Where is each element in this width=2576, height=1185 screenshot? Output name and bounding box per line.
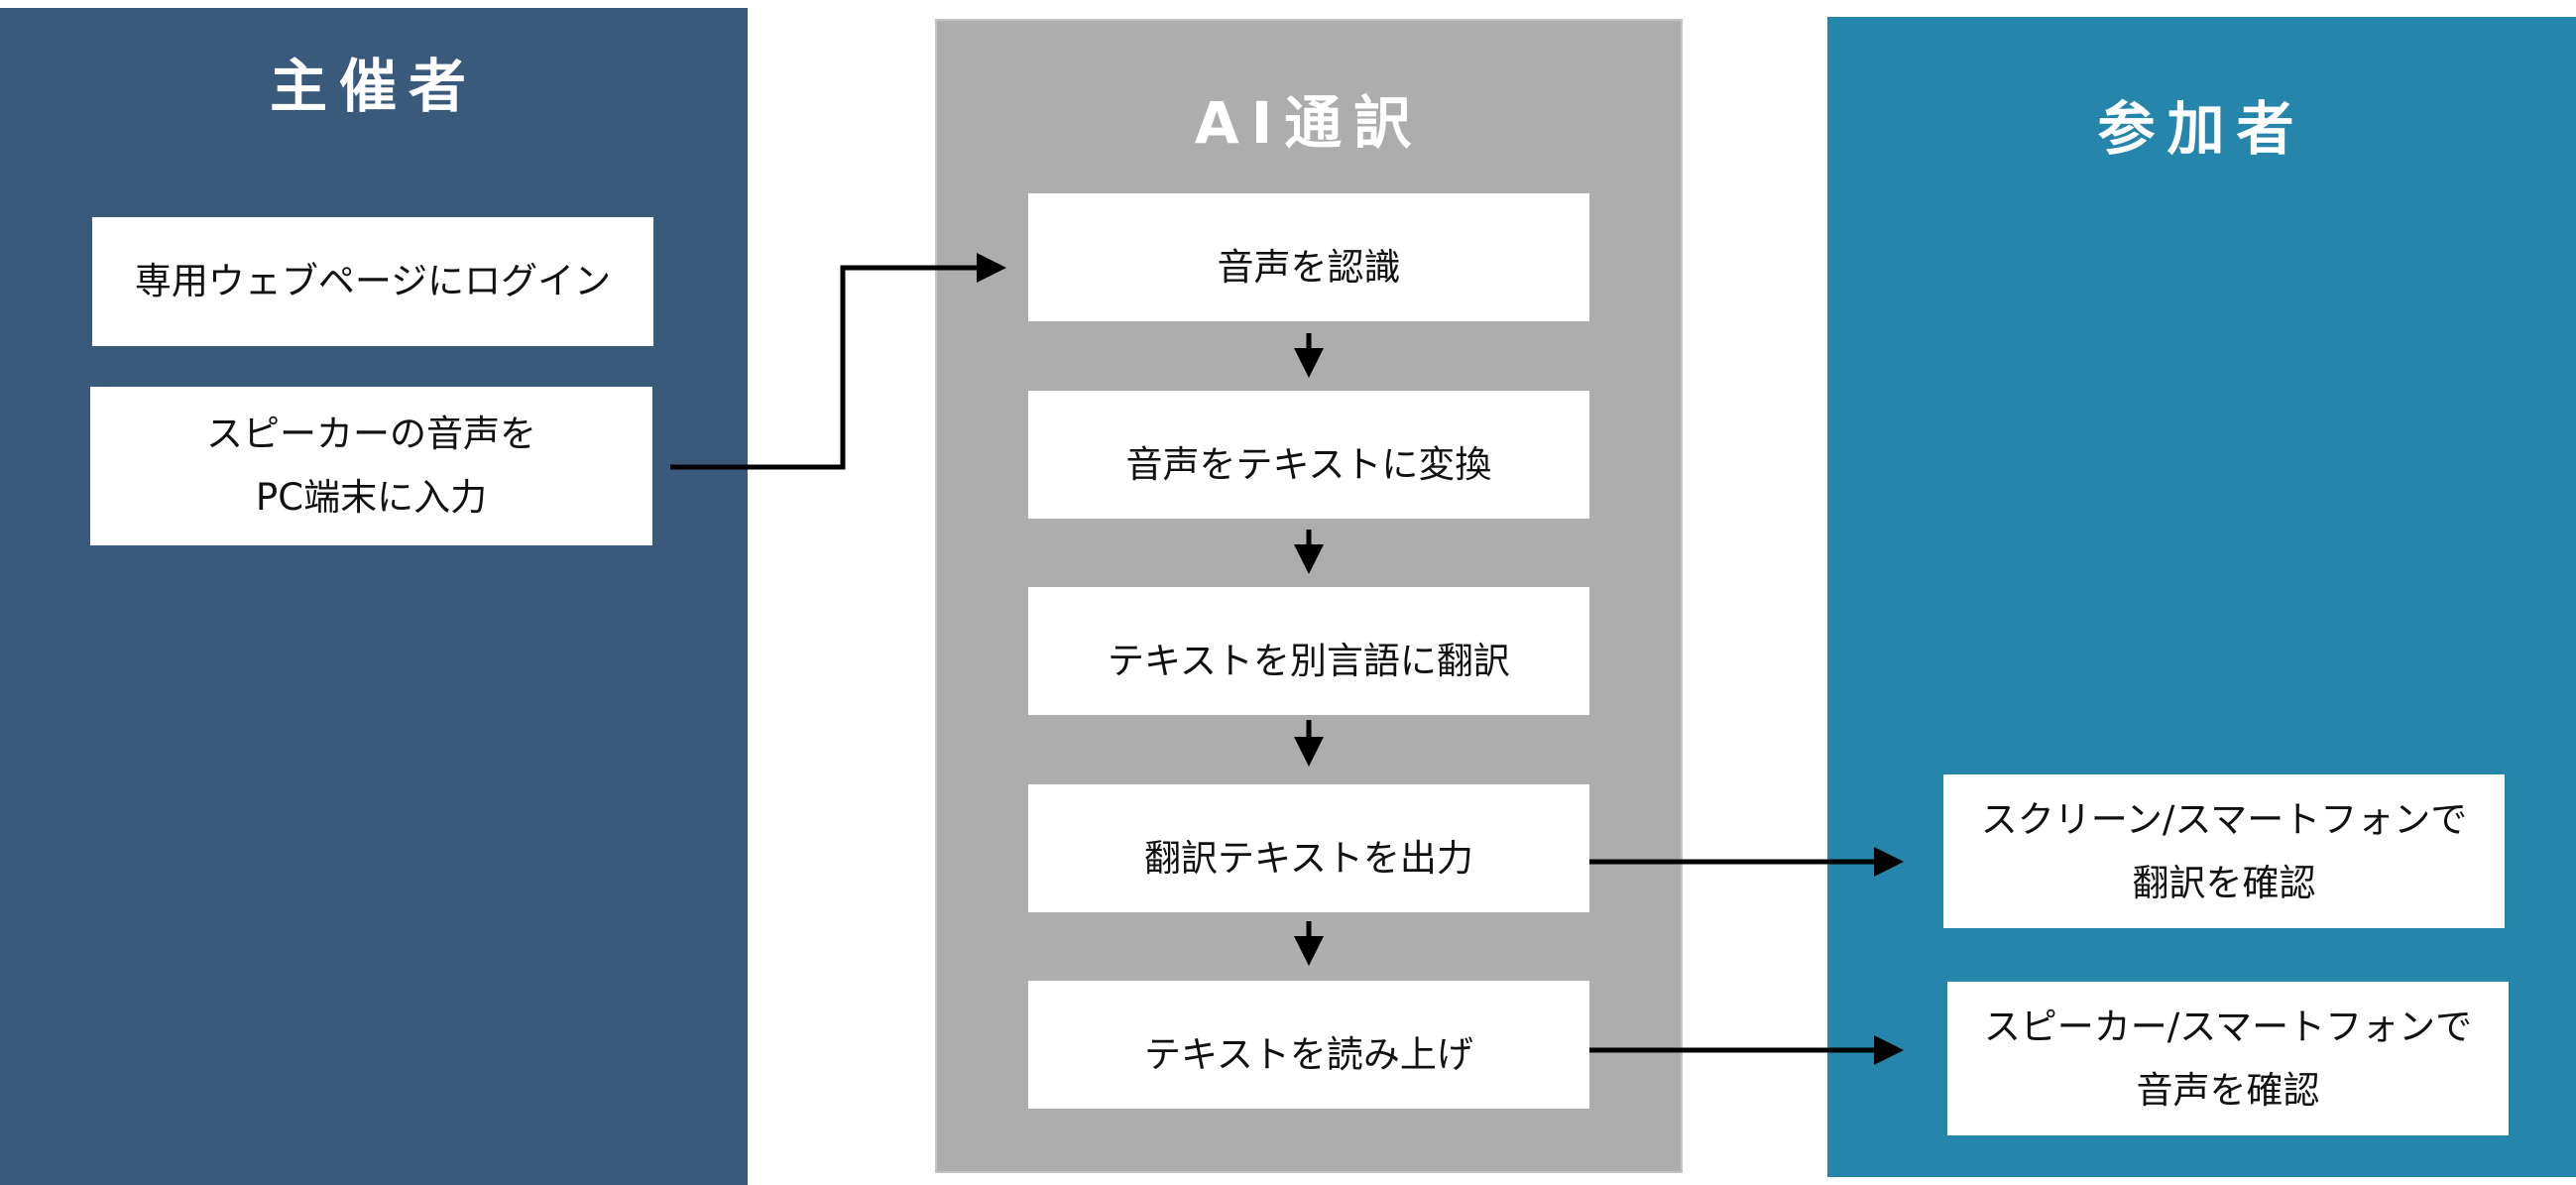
step-recognize-speech: 音声を認識 bbox=[1028, 193, 1589, 321]
step-login: 専用ウェブページにログイン bbox=[92, 217, 653, 346]
step-check-translation: スクリーン/スマートフォンで 翻訳を確認 bbox=[1943, 774, 2505, 928]
step-output-translation: 翻訳テキストを出力 bbox=[1028, 784, 1589, 912]
step-speaker-input: スピーカーの音声を PC端末に入力 bbox=[90, 387, 652, 545]
ai-lane-title: AI通訳 bbox=[1194, 89, 1424, 157]
organizer-lane-title: 主催者 bbox=[269, 53, 478, 120]
participant-lane-title: 参加者 bbox=[2097, 95, 2306, 163]
step-check-audio: スピーカー/スマートフォンで 音声を確認 bbox=[1947, 982, 2509, 1135]
step-read-aloud: テキストを読み上げ bbox=[1028, 981, 1589, 1109]
organizer-lane: 主催者 bbox=[0, 8, 748, 1185]
step-translate-text: テキストを別言語に翻訳 bbox=[1028, 587, 1589, 715]
step-speech-to-text: 音声をテキストに変換 bbox=[1028, 391, 1589, 519]
